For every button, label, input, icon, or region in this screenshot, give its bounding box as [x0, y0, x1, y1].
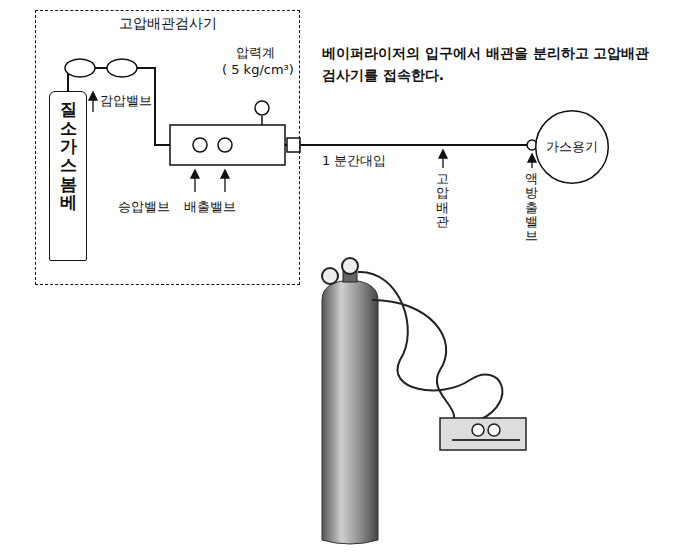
node-label: 가스용기	[546, 138, 598, 156]
gauge-label: 압력계	[236, 44, 275, 62]
pipe-line	[68, 68, 535, 145]
node-label: 질소가스봄베	[60, 100, 77, 252]
nitrogen-cylinder: 질소가스봄베	[49, 91, 87, 261]
valve-label: 배출밸브	[184, 198, 236, 216]
pipe-label: 고압배관	[436, 172, 449, 229]
kit-photo	[322, 258, 526, 544]
gauge-range: ( 5 kg/cm³)	[222, 62, 294, 77]
instruction-note: 베이퍼라이저의 입구에서 배관을 분리하고 고압배관검사기를 접속한다.	[322, 42, 662, 87]
valve-label: 감압밸브	[100, 92, 152, 110]
valve-label: 승압밸브	[118, 198, 170, 216]
gas-container: 가스용기	[535, 110, 609, 184]
time-note: 1 분간대입	[322, 152, 386, 170]
valve-label: 액방출밸브	[525, 172, 538, 243]
housing-title: 고압배관검사기	[44, 15, 291, 33]
